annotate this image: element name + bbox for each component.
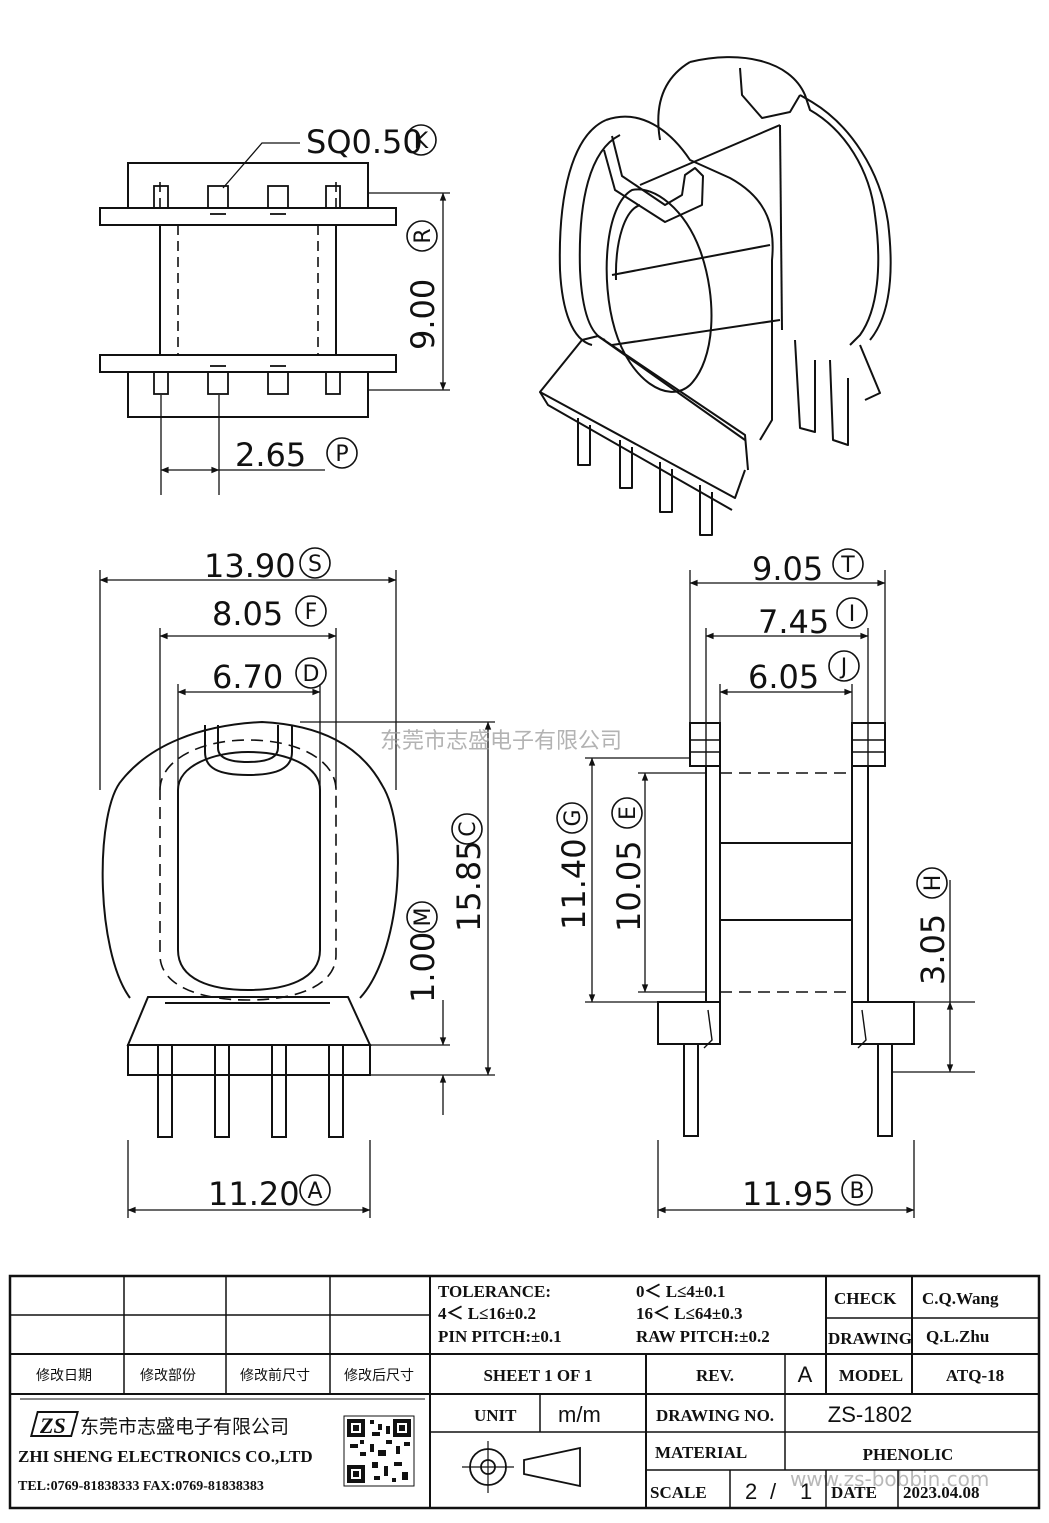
side-base-label: 11.95 — [742, 1175, 834, 1213]
unit-label: UNIT — [474, 1406, 517, 1425]
tag-b-text: B — [849, 1179, 864, 1204]
rev-value: A — [798, 1362, 813, 1387]
tolerance-range-2: 4＜ L≤16±0.2 — [438, 1304, 536, 1323]
winding-label: 11.40 — [555, 838, 593, 930]
tag-s — [299, 547, 331, 579]
isometric-view — [539, 56, 892, 536]
rev-header-before: 修改前尺寸 — [240, 1367, 310, 1383]
pin-size-label: SQ0.50 — [306, 123, 423, 161]
side-core-label: 6.05 — [748, 658, 819, 696]
tag-a — [299, 1174, 331, 1206]
base-label: 11.20 — [208, 1175, 300, 1213]
pin-pitch-tolerance: PIN PITCH:±0.1 — [438, 1327, 562, 1346]
tag-i — [836, 597, 868, 629]
tag-f — [295, 595, 327, 627]
tag-h — [916, 867, 948, 899]
side-view — [585, 570, 975, 1218]
tag-k-text: K — [414, 129, 429, 154]
tag-t-text: T — [840, 553, 855, 578]
company-name-cn: 东莞市志盛电子有限公司 — [80, 1416, 289, 1438]
side-inner-label: 7.45 — [758, 603, 829, 641]
tag-k — [405, 124, 437, 156]
tolerance-title: TOLERANCE: — [438, 1282, 551, 1301]
tag-m-text: M — [411, 908, 436, 927]
projection-symbol-icon — [462, 1441, 581, 1493]
scale-numerator: 2 — [745, 1479, 757, 1504]
rev-header-date: 修改日期 — [36, 1367, 92, 1383]
rev-header-part: 修改部份 — [140, 1367, 196, 1383]
tag-f-text: F — [305, 600, 318, 625]
front-height-label: 15.85 — [450, 840, 488, 932]
check-value: C.Q.Wang — [922, 1289, 999, 1308]
tag-p-text: P — [335, 442, 348, 467]
flange-label: 8.05 — [212, 595, 283, 633]
tag-m — [406, 901, 438, 933]
qr-code — [343, 1415, 415, 1487]
pin-height-label: 3.05 — [914, 914, 952, 985]
wall-label: 1.00 — [404, 932, 442, 1003]
core-height-label: 10.05 — [610, 840, 648, 932]
tag-g-text: G — [561, 809, 586, 826]
drawing-no-value: ZS-1802 — [828, 1402, 912, 1427]
watermark-company: 东莞市志盛电子有限公司 — [380, 729, 622, 754]
model-value: ATQ-18 — [946, 1366, 1004, 1385]
tag-r — [406, 220, 438, 252]
raw-pitch-tolerance: RAW PITCH:±0.2 — [636, 1327, 770, 1346]
core-label: 6.70 — [212, 658, 283, 696]
tag-j-text: J — [839, 655, 848, 680]
model-label: MODEL — [839, 1366, 903, 1385]
scale-separator: / — [770, 1479, 777, 1504]
scale-label: SCALE — [650, 1483, 707, 1502]
title-block — [8, 1274, 1041, 1510]
tag-e — [611, 797, 643, 829]
top-view — [99, 142, 450, 495]
tag-e-text: E — [616, 806, 641, 820]
watermark-url: www.zs-bobbin.com — [790, 1467, 989, 1491]
rev-header-after: 修改后尺寸 — [344, 1367, 414, 1383]
company-logo: ZS — [29, 1411, 79, 1438]
front-view — [99, 570, 495, 1218]
tag-a-text: A — [307, 1179, 322, 1204]
company-name-en: ZHI SHENG ELECTRONICS CO.,LTD — [18, 1447, 313, 1466]
tolerance-range-3: 16＜ L≤64±0.3 — [636, 1304, 743, 1323]
scale-denominator: 1 — [800, 1479, 812, 1504]
drawing-value: Q.L.Zhu — [926, 1327, 989, 1346]
logo-text: ZS — [39, 1413, 66, 1438]
tag-j — [828, 650, 860, 682]
tag-p — [326, 437, 358, 469]
sheet-label: SHEET 1 OF 1 — [483, 1366, 592, 1385]
tag-h-text: H — [921, 875, 946, 892]
rev-label: REV. — [696, 1366, 734, 1385]
pitch-label: 2.65 — [235, 436, 306, 474]
drawing-label: DRAWING — [828, 1329, 912, 1348]
tag-g — [556, 802, 588, 834]
front-width-label: 13.90 — [204, 547, 296, 585]
tag-s-text: S — [308, 552, 322, 577]
tag-r-text: R — [411, 228, 436, 243]
tag-c-text: C — [456, 821, 481, 836]
tag-i-text: I — [849, 602, 856, 627]
company-contact: TEL:0769-81838333 FAX:0769-81838383 — [18, 1479, 264, 1494]
tag-t — [832, 548, 864, 580]
top-height-label: 9.00 — [404, 279, 442, 350]
date-label: DATE — [831, 1483, 877, 1502]
side-width-label: 9.05 — [752, 550, 823, 588]
tag-c — [451, 813, 483, 845]
tolerance-range-1: 0＜ L≤4±0.1 — [636, 1282, 726, 1301]
unit-value: m/m — [558, 1402, 601, 1427]
material-label: MATERIAL — [655, 1443, 747, 1462]
check-label: CHECK — [834, 1289, 897, 1308]
tag-b — [841, 1174, 873, 1206]
tag-d — [295, 657, 327, 689]
tag-d-text: D — [303, 662, 320, 687]
material-value: PHENOLIC — [863, 1445, 954, 1464]
date-value: 2023.04.08 — [903, 1483, 980, 1502]
drawing-no-label: DRAWING NO. — [656, 1406, 774, 1425]
